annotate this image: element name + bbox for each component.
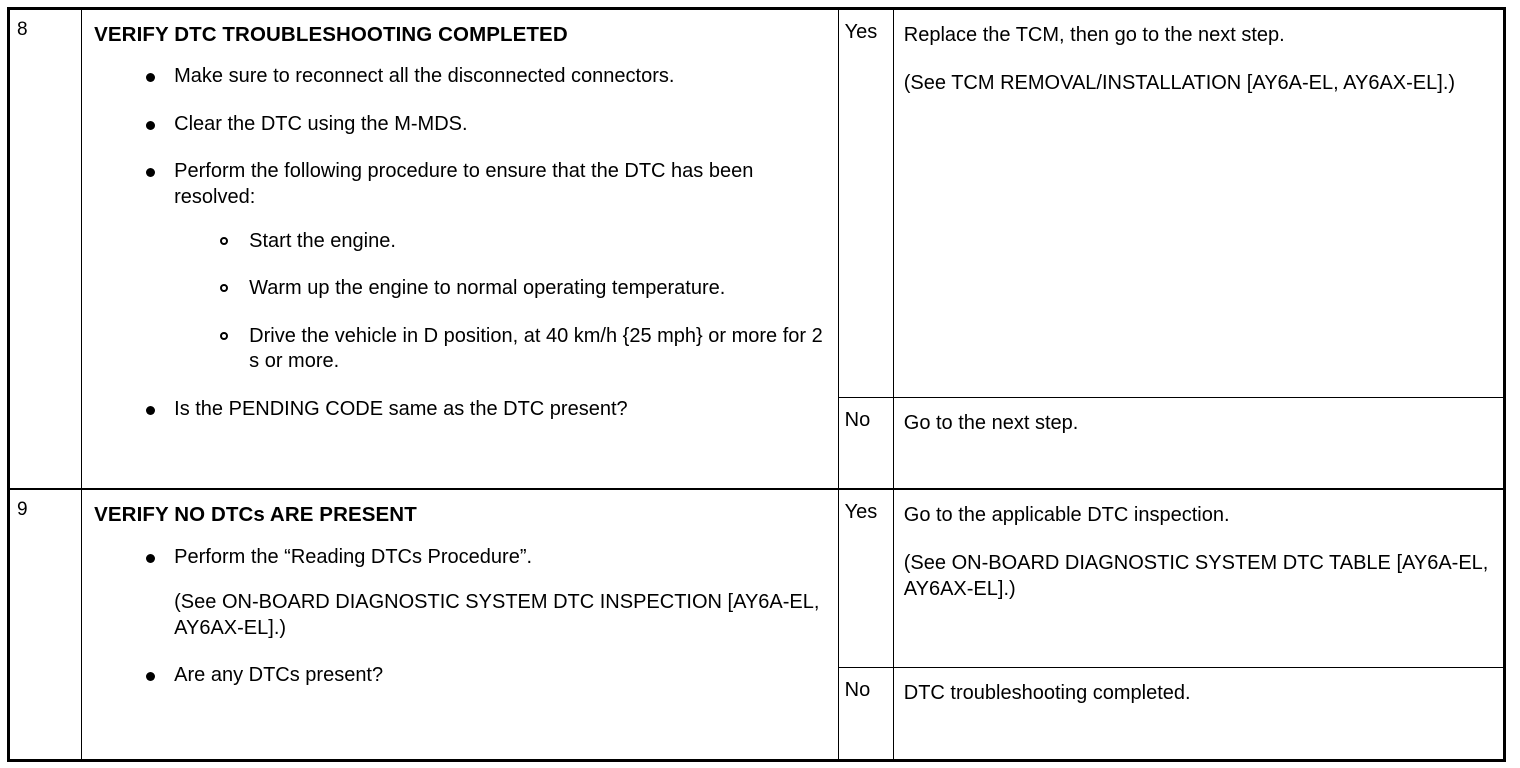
list-item: Start the engine. [220, 229, 826, 255]
answer-cell-8-yes: Yes [837, 8, 894, 398]
step-number-9: 9 [17, 499, 28, 521]
list-item: Are any DTCs present? [146, 663, 826, 689]
step-title-8: VERIFY DTC TROUBLESHOOTING COMPLETED [94, 23, 568, 46]
bullet-hollow-icon [220, 331, 229, 340]
troubleshooting-table: 8 VERIFY DTC TROUBLESHOOTING COMPLETED M… [7, 7, 1506, 762]
step-number-cell-8: 8 [7, 8, 83, 490]
answer-cell-8-no: No [837, 397, 894, 490]
sub-bullet-text: Drive the vehicle in D position, at 40 k… [249, 324, 823, 373]
list-item: Is the PENDING CODE same as the DTC pres… [146, 397, 826, 423]
action-cell-9-yes: Go to the applicable DTC inspection. (Se… [892, 488, 1506, 669]
step-number-8: 8 [17, 19, 28, 40]
sub-bullet-text: Start the engine. [249, 229, 396, 252]
action-text: DTC troubleshooting completed. [903, 682, 1191, 705]
step-9-bullet-list: Perform the “Reading DTCs Procedure”. (S… [94, 545, 826, 689]
step-number-cell-9: 9 [7, 488, 83, 762]
action-reference: (See TCM REMOVAL/INSTALLATION [AY6A-EL, … [903, 72, 1456, 94]
table-row-step-8-no: No Go to the next step. [9, 397, 1506, 490]
bullet-text: Perform the following procedure to ensur… [174, 160, 754, 209]
bullet-solid-icon [146, 73, 156, 83]
bullet-solid-icon [146, 168, 156, 178]
bullet-note-reference: (See ON-BOARD DIAGNOSTIC SYSTEM DTC INSP… [174, 591, 820, 639]
answer-label-yes: Yes [844, 501, 878, 524]
bullet-hollow-icon [220, 284, 229, 293]
step-8-bullet-list: Make sure to reconnect all the disconnec… [94, 64, 826, 422]
table-row-step-8: 8 VERIFY DTC TROUBLESHOOTING COMPLETED M… [7, 8, 1506, 490]
bullet-text: Is the PENDING CODE same as the DTC pres… [174, 397, 628, 420]
bullet-text: Make sure to reconnect all the disconnec… [174, 65, 675, 88]
step-8-sub-bullet-list: Start the engine. Warm up the engine to … [174, 229, 826, 375]
step-title-9: VERIFY NO DTCs ARE PRESENT [94, 503, 417, 527]
answer-cell-9-no: No [837, 667, 894, 761]
answer-label-yes: Yes [844, 21, 878, 43]
table-row-step-9-no: No DTC troubleshooting completed. [9, 667, 1506, 761]
bullet-solid-icon [146, 405, 156, 415]
step-body-cell-8: VERIFY DTC TROUBLESHOOTING COMPLETED Mak… [81, 8, 839, 490]
action-cell-9-no: DTC troubleshooting completed. [892, 667, 1506, 761]
bullet-hollow-icon [220, 236, 229, 245]
action-cell-8-no: Go to the next step. [892, 397, 1506, 490]
step-body-cell-9: VERIFY NO DTCs ARE PRESENT Perform the “… [81, 488, 839, 762]
bullet-solid-icon [146, 672, 156, 682]
bullet-text: Are any DTCs present? [174, 664, 384, 687]
bullet-text: Clear the DTC using the M-MDS. [174, 112, 468, 135]
bullet-solid-icon [146, 553, 156, 563]
list-item: Clear the DTC using the M-MDS. [146, 112, 826, 138]
action-text: Replace the TCM, then go to the next ste… [903, 24, 1285, 46]
action-text: Go to the next step. [903, 412, 1079, 434]
list-item: Perform the “Reading DTCs Procedure”. (S… [146, 545, 826, 642]
list-item: Warm up the engine to normal operating t… [220, 276, 826, 302]
sub-bullet-text: Warm up the engine to normal operating t… [249, 277, 726, 300]
action-cell-8-yes: Replace the TCM, then go to the next ste… [892, 8, 1506, 398]
answer-label-no: No [844, 409, 871, 431]
action-reference: (See ON-BOARD DIAGNOSTIC SYSTEM DTC TABL… [903, 552, 1489, 601]
bullet-solid-icon [146, 120, 156, 130]
list-item: Perform the following procedure to ensur… [146, 159, 826, 375]
table-row-step-9: 9 VERIFY NO DTCs ARE PRESENT Perform the… [7, 488, 1506, 762]
answer-cell-9-yes: Yes [837, 488, 894, 669]
bullet-text: Perform the “Reading DTCs Procedure”. [174, 545, 533, 568]
answer-label-no: No [844, 679, 871, 702]
list-item: Make sure to reconnect all the disconnec… [146, 64, 826, 90]
list-item: Drive the vehicle in D position, at 40 k… [220, 324, 826, 375]
action-text: Go to the applicable DTC inspection. [903, 504, 1230, 527]
